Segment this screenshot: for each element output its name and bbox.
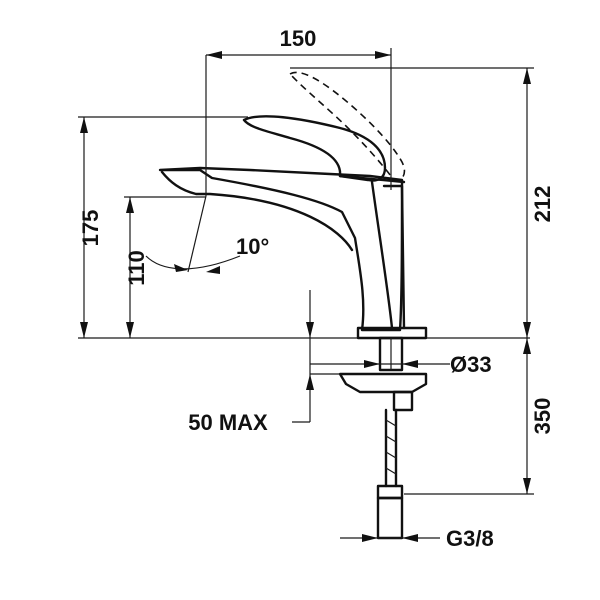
handle-base <box>338 174 406 184</box>
arrow-thread-right <box>402 534 418 542</box>
hose-braid <box>385 419 397 475</box>
arrow-diameter-left <box>364 360 380 368</box>
dim-110-label: 110 <box>124 250 149 286</box>
fixing-nut <box>392 390 414 412</box>
fixing-bracket <box>338 372 428 394</box>
arrow-angle-right <box>206 266 220 274</box>
arrow-212-bottom <box>523 322 531 338</box>
body-inner-edge <box>370 180 394 330</box>
angle-label: 10° <box>236 234 269 259</box>
thread-label: G3/8 <box>446 526 494 551</box>
dim-175-label: 175 <box>78 210 103 247</box>
dim-350-label: 350 <box>530 398 555 435</box>
angle-line-spout <box>187 195 207 273</box>
arrow-diameter-right <box>402 360 418 368</box>
body-right-edge <box>382 184 406 330</box>
arrow-counter-top <box>306 322 314 338</box>
arrow-110-bottom <box>126 322 134 338</box>
hose-end <box>376 496 404 540</box>
arrow-175-bottom <box>80 322 88 338</box>
arrow-counter-bottom <box>306 374 314 390</box>
arrow-150-left <box>206 51 222 59</box>
spout-curve <box>160 170 354 252</box>
arrow-angle-left <box>174 264 188 272</box>
arrow-212-top <box>523 68 531 84</box>
diameter-label: Ø33 <box>450 352 492 377</box>
angle-arc <box>145 255 241 270</box>
arrow-175-top <box>80 117 88 133</box>
dim-150-label: 150 <box>280 26 317 51</box>
arrow-110-top <box>126 197 134 213</box>
counter-max-label: 50 MAX <box>188 410 268 435</box>
faucet-body <box>158 166 404 332</box>
dim-212-label: 212 <box>530 186 555 223</box>
handle <box>242 115 387 182</box>
arrow-350-bottom <box>523 478 531 494</box>
arrow-150-right <box>375 51 391 59</box>
hose-nut <box>376 484 404 500</box>
handle-raised-dashed <box>288 71 406 182</box>
arrow-350-top <box>523 338 531 354</box>
arrow-thread-left <box>362 534 378 542</box>
